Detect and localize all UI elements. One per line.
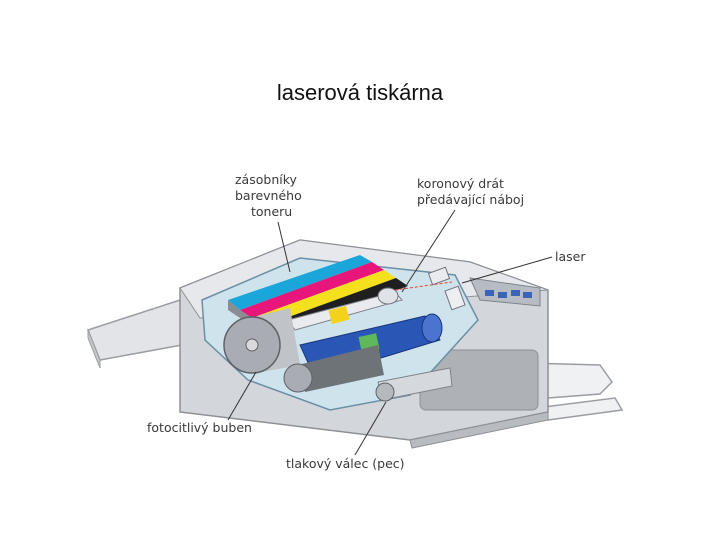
label-toner-line3: toneru <box>251 204 292 219</box>
label-toner-line2: barevného <box>235 188 302 203</box>
panel-button <box>498 292 507 298</box>
panel-button <box>511 290 520 296</box>
label-corona-line1: koronový drát <box>417 176 504 191</box>
label-drum: fotocitlivý buben <box>147 420 252 435</box>
panel-button <box>485 290 494 296</box>
paper-input-tray <box>88 300 182 368</box>
label-corona-line2: předávající náboj <box>417 192 524 207</box>
label-laser: laser <box>555 249 586 264</box>
label-toner-line1: zásobníky <box>235 172 298 187</box>
panel-button <box>523 292 532 298</box>
label-fuser: tlakový válec (pec) <box>286 456 405 471</box>
